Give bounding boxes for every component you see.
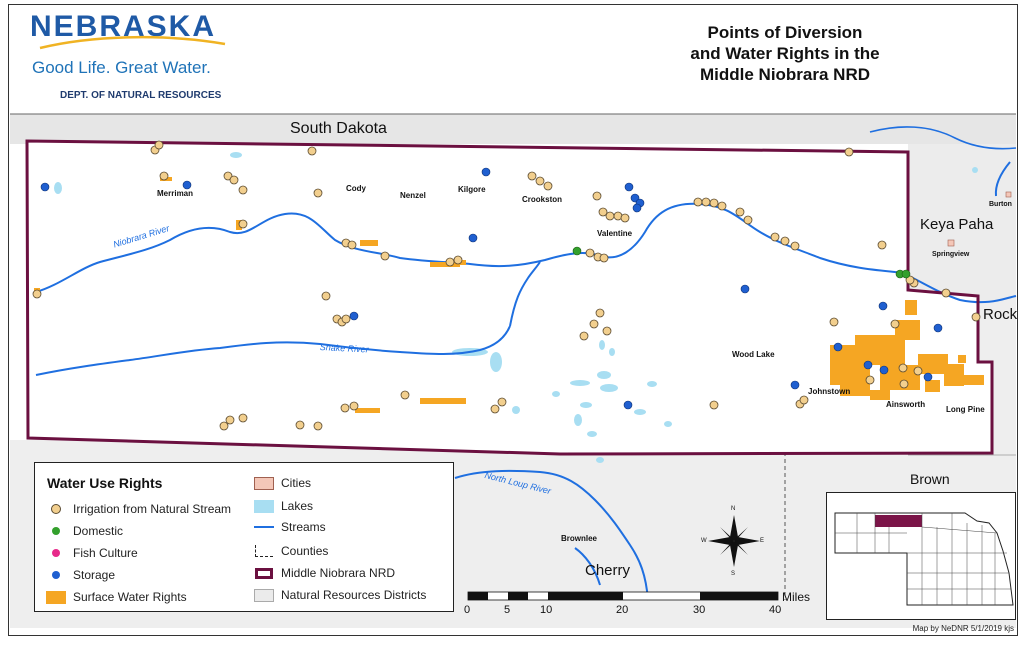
label-cherry: Cherry: [585, 562, 631, 579]
irrigation-points: [32, 140, 981, 431]
label-merriman: Merriman: [157, 189, 194, 198]
fish-culture-point-icon: [52, 549, 60, 557]
surface-water-swatch-icon: [46, 590, 66, 604]
streams-layer: [35, 126, 1017, 601]
map-legend: Water Use Rights Irrigation from Natural…: [34, 462, 454, 612]
legend-nrds: Natural Resources Districts: [253, 585, 426, 605]
logo-department: DEPT. OF NATURAL RESOURCES: [60, 90, 222, 101]
legend-surface-label: Surface Water Rights: [73, 590, 187, 604]
storage-point-icon: [52, 571, 60, 579]
legend-domestic: Domestic: [45, 521, 123, 541]
legend-streams: Streams: [253, 517, 326, 537]
label-nenzel: Nenzel: [400, 191, 426, 200]
compass-rose: [708, 515, 760, 567]
label-crookston: Crookston: [522, 195, 562, 204]
legend-cities: Cities: [253, 473, 311, 493]
nrd-boundary-icon: [255, 567, 273, 579]
legend-streams-label: Streams: [281, 520, 326, 534]
scale-tick-30: 30: [693, 604, 706, 616]
legend-lakes: Lakes: [253, 496, 313, 516]
nrds-swatch-icon: [254, 588, 274, 602]
scale-tick-40: 40: [769, 604, 782, 616]
label-brown: Brown: [910, 471, 950, 487]
map-frame: [8, 4, 1018, 636]
logo-tagline: Good Life. Great Water.: [32, 58, 211, 77]
map-title: Points of Diversion and Water Rights in …: [640, 22, 930, 85]
nebraska-locator-icon: [834, 512, 1014, 606]
legend-surface: Surface Water Rights: [45, 587, 187, 607]
label-burton: Burton: [989, 201, 1012, 208]
label-rock: Rock: [983, 306, 1018, 323]
cities-swatch-icon: [254, 476, 274, 490]
nrd-boundary: [25, 139, 994, 456]
label-keya-paha: Keya Paha: [920, 216, 994, 233]
title-line-3: Middle Niobrara NRD: [699, 65, 871, 84]
compass-s: S: [731, 571, 736, 577]
label-long-pine: Long Pine: [946, 405, 985, 414]
domestic-points: [572, 246, 911, 279]
legend-irrigation-label: Irrigation from Natural Stream: [73, 502, 232, 516]
legend-fish: Fish Culture: [45, 543, 138, 563]
legend-fish-label: Fish Culture: [73, 546, 138, 560]
streams-line-icon: [254, 526, 274, 528]
label-kilgore: Kilgore: [458, 185, 486, 194]
logo-swoosh-icon: [39, 35, 226, 50]
compass-e: E: [760, 538, 765, 544]
counties-line-icon: [255, 545, 273, 557]
label-valentine: Valentine: [597, 229, 633, 238]
nebraska-dnr-logo: NEBRASKA Good Life. Great Water. DEPT. O…: [30, 10, 260, 105]
legend-irrigation: Irrigation from Natural Stream: [45, 499, 231, 519]
legend-heading: Water Use Rights: [47, 475, 163, 491]
surface-water-rights-layer: [34, 177, 984, 413]
label-cody: Cody: [346, 184, 366, 193]
label-springview: Springview: [932, 251, 970, 258]
map-credit: Map by NeDNR 5/1/2019 kjs: [912, 624, 1014, 633]
legend-lakes-label: Lakes: [281, 499, 314, 513]
scale-tick-20: 20: [616, 604, 629, 616]
legend-nrd-label: Middle Niobrara NRD: [281, 566, 396, 580]
legend-storage: Storage: [45, 565, 115, 585]
lakes-swatch-icon: [254, 499, 274, 513]
label-johnstown: Johnstown: [808, 387, 851, 396]
scale-tick-10: 10: [540, 604, 553, 616]
label-ainsworth: Ainsworth: [886, 400, 926, 409]
label-south-dakota: South Dakota: [290, 120, 387, 137]
legend-nrd: Middle Niobrara NRD: [253, 563, 395, 583]
domestic-point-icon: [52, 527, 60, 535]
compass-w: W: [701, 538, 707, 544]
title-line-2: and Water Rights in the: [690, 44, 880, 63]
label-wood-lake: Wood Lake: [732, 350, 775, 359]
scale-tick-0: 0: [464, 604, 471, 616]
legend-counties-label: Counties: [281, 544, 329, 558]
legend-storage-label: Storage: [73, 568, 116, 582]
cities-layer: [947, 191, 1012, 247]
south-dakota-area: [10, 114, 1016, 144]
irrigation-point-icon: [51, 504, 61, 514]
storage-points: [40, 167, 943, 410]
legend-domestic-label: Domestic: [73, 524, 124, 538]
scale-unit: Miles: [782, 590, 811, 604]
label-brownlee: Brownlee: [561, 534, 598, 543]
scale-bar: [467, 591, 779, 601]
scale-tick-5: 5: [504, 604, 511, 616]
legend-counties: Counties: [253, 541, 328, 561]
compass-n: N: [731, 506, 736, 512]
title-line-1: Points of Diversion: [707, 23, 863, 42]
inset-locator-map: [826, 492, 1016, 620]
legend-cities-label: Cities: [281, 476, 312, 490]
legend-nrds-label: Natural Resources Districts: [281, 588, 427, 602]
